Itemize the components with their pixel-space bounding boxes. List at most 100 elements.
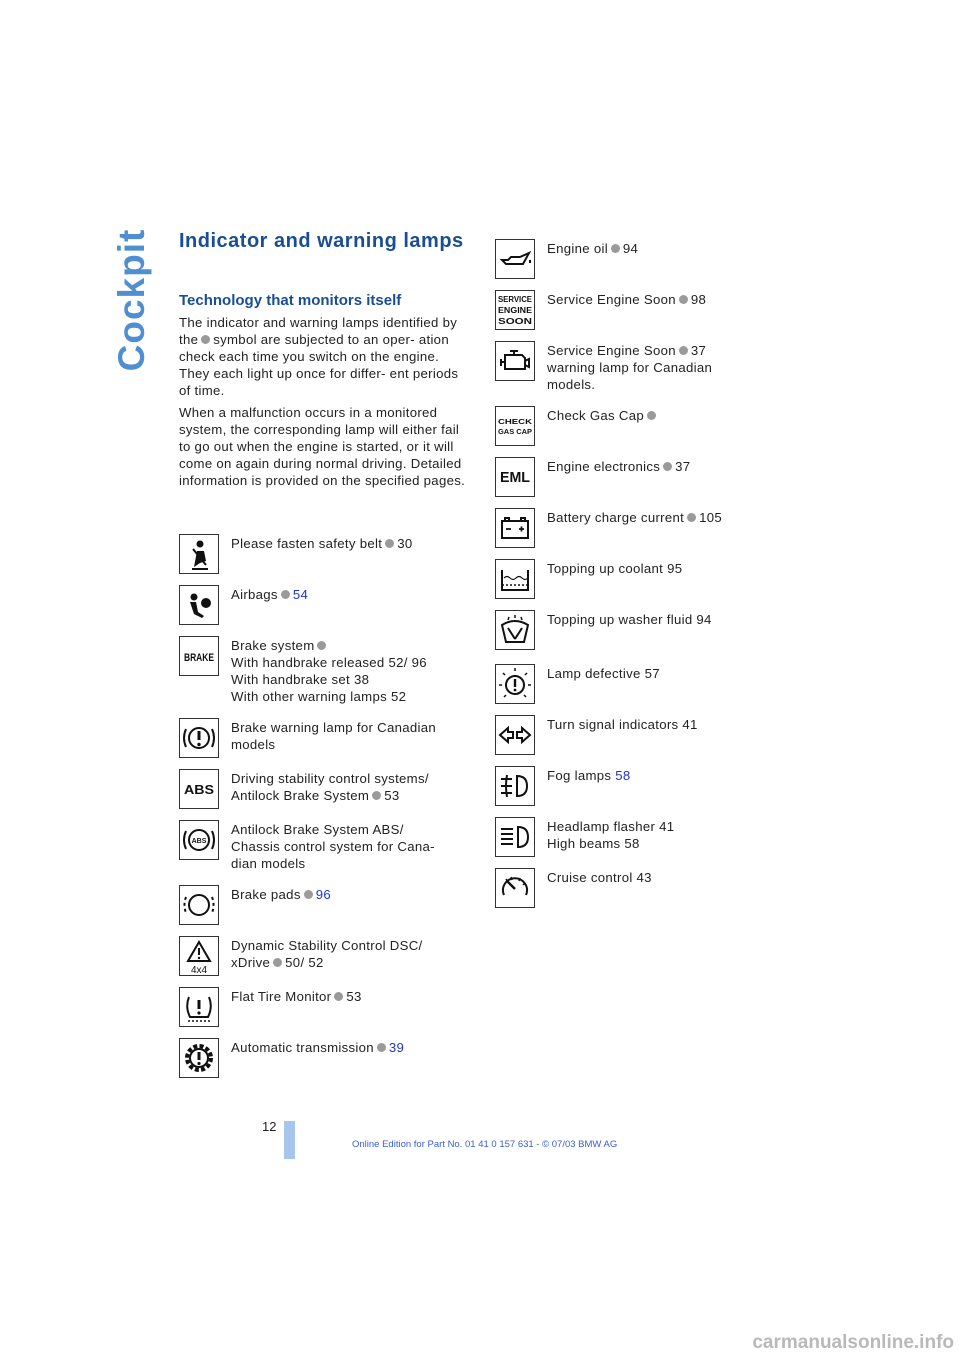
eml-text-icon: EML — [495, 457, 535, 497]
seatbelt-icon — [179, 534, 219, 574]
description-text: dian models — [231, 856, 306, 871]
description-line: With handbrake set 38 — [231, 671, 471, 688]
subheading: Technology that monitors itself — [179, 292, 402, 309]
description-text: With handbrake released 52/ 96 — [231, 655, 427, 670]
section-side-title: Cockpit — [111, 228, 152, 372]
watermark: carmanualsonline.info — [752, 1332, 954, 1353]
description-text: Automatic transmission — [231, 1040, 374, 1055]
footer-edition: Online Edition for Part No. 01 41 0 157 … — [352, 1139, 618, 1150]
lamp-description: Driving stability control systems/Antilo… — [231, 770, 471, 804]
description-line: Engine electronics 37 — [547, 458, 787, 475]
brake-pads-icon — [179, 885, 219, 925]
engine-icon — [495, 341, 535, 381]
description-text: Driving stability control systems/ — [231, 771, 429, 786]
abs-text-icon: ABS — [179, 769, 219, 809]
brake-text-icon: BRAKE — [179, 636, 219, 676]
page-reference-link[interactable]: 58 — [615, 768, 631, 783]
description-text: Engine oil — [547, 241, 608, 256]
page-reference: 37 — [690, 343, 707, 358]
svg-text:SOON: SOON — [498, 317, 532, 326]
description-line: xDrive 50/ 52 — [231, 954, 471, 971]
svg-text:ABS: ABS — [192, 838, 207, 845]
monitor-dot-icon — [647, 411, 656, 420]
lamp-description: Lamp defective 57 — [547, 665, 787, 682]
description-line: Brake system — [231, 637, 471, 654]
description-line: Fog lamps 58 — [547, 767, 787, 784]
description-text: models. — [547, 377, 596, 392]
description-text: Antilock Brake System — [231, 788, 370, 803]
lamp-description: Fog lamps 58 — [547, 767, 787, 784]
description-text: Turn signal indicators 41 — [547, 717, 698, 732]
description-line: Headlamp flasher 41 — [547, 818, 787, 835]
monitor-dot-icon — [610, 244, 620, 253]
page-reference-link[interactable]: 96 — [315, 887, 331, 902]
svg-text:BRAKE: BRAKE — [184, 652, 214, 664]
description-line: Antilock Brake System ABS/ — [231, 821, 471, 838]
transmission-gear-icon — [179, 1038, 219, 1078]
monitor-dot-icon — [678, 346, 688, 355]
high-beam-icon — [495, 817, 535, 857]
description-text: xDrive — [231, 955, 271, 970]
description-line: With handbrake released 52/ 96 — [231, 654, 471, 671]
description-text: Airbags — [231, 587, 278, 602]
description-text: Headlamp flasher 41 — [547, 819, 675, 834]
description-line: models — [231, 736, 471, 753]
monitor-dot-icon — [385, 539, 395, 548]
washer-fluid-icon — [495, 610, 535, 650]
intro-paragraph: The indicator and warning lamps identifi… — [179, 315, 459, 398]
description-line: Topping up washer fluid 94 — [547, 611, 787, 628]
svg-text:4x4: 4x4 — [191, 965, 208, 975]
lamp-description: Headlamp flasher 41 High beams 58 — [547, 818, 787, 852]
page-reference-link[interactable]: 39 — [388, 1040, 405, 1055]
description-line: models. — [547, 376, 787, 393]
lamp-defective-icon — [495, 664, 535, 704]
lamp-description: Topping up washer fluid 94 — [547, 611, 787, 628]
page-reference: 37 — [675, 459, 691, 474]
description-text: Battery charge current — [547, 510, 685, 525]
svg-text:ENGINE: ENGINE — [498, 306, 533, 315]
description-text: With handbrake set 38 — [231, 672, 370, 687]
description-text: Topping up washer fluid 94 — [547, 612, 712, 627]
page-reference: 50/ 52 — [285, 955, 324, 970]
page-reference-link[interactable]: 54 — [292, 587, 309, 602]
lamp-description: Antilock Brake System ABS/Chassis contro… — [231, 821, 471, 872]
description-text: Service Engine Soon — [547, 292, 676, 307]
page-reference: 98 — [690, 292, 707, 307]
monitor-dot-icon — [372, 791, 382, 800]
page-reference: 53 — [346, 989, 362, 1004]
description-line: Topping up coolant 95 — [547, 560, 787, 577]
description-text: Fog lamps — [547, 768, 612, 783]
monitor-dot-icon — [317, 641, 327, 650]
description-line: High beams 58 — [547, 835, 787, 852]
monitor-dot-icon — [687, 513, 697, 522]
battery-icon — [495, 508, 535, 548]
description-line: With other warning lamps 52 — [231, 688, 471, 705]
description-line: Brake warning lamp for Canadian — [231, 719, 471, 736]
description-text: With other warning lamps 52 — [231, 689, 407, 704]
monitor-dot-icon — [303, 890, 313, 899]
description-line: Automatic transmission 39 — [231, 1039, 471, 1056]
dsc-xdrive-icon: 4x4 — [179, 936, 219, 976]
svg-text:ABS: ABS — [184, 782, 214, 797]
description-text: Brake warning lamp for Canadian — [231, 720, 437, 735]
description-text: Engine electronics — [547, 459, 661, 474]
description-line: Service Engine Soon 98 — [547, 291, 787, 308]
description-text: Cruise control 43 — [547, 870, 652, 885]
description-line: dian models — [231, 855, 471, 872]
fog-lamp-icon — [495, 766, 535, 806]
description-text: High beams 58 — [547, 836, 640, 851]
monitor-dot-icon — [280, 590, 290, 599]
brake-warning-icon — [179, 718, 219, 758]
description-line: Cruise control 43 — [547, 869, 787, 886]
oil-can-icon — [495, 239, 535, 279]
